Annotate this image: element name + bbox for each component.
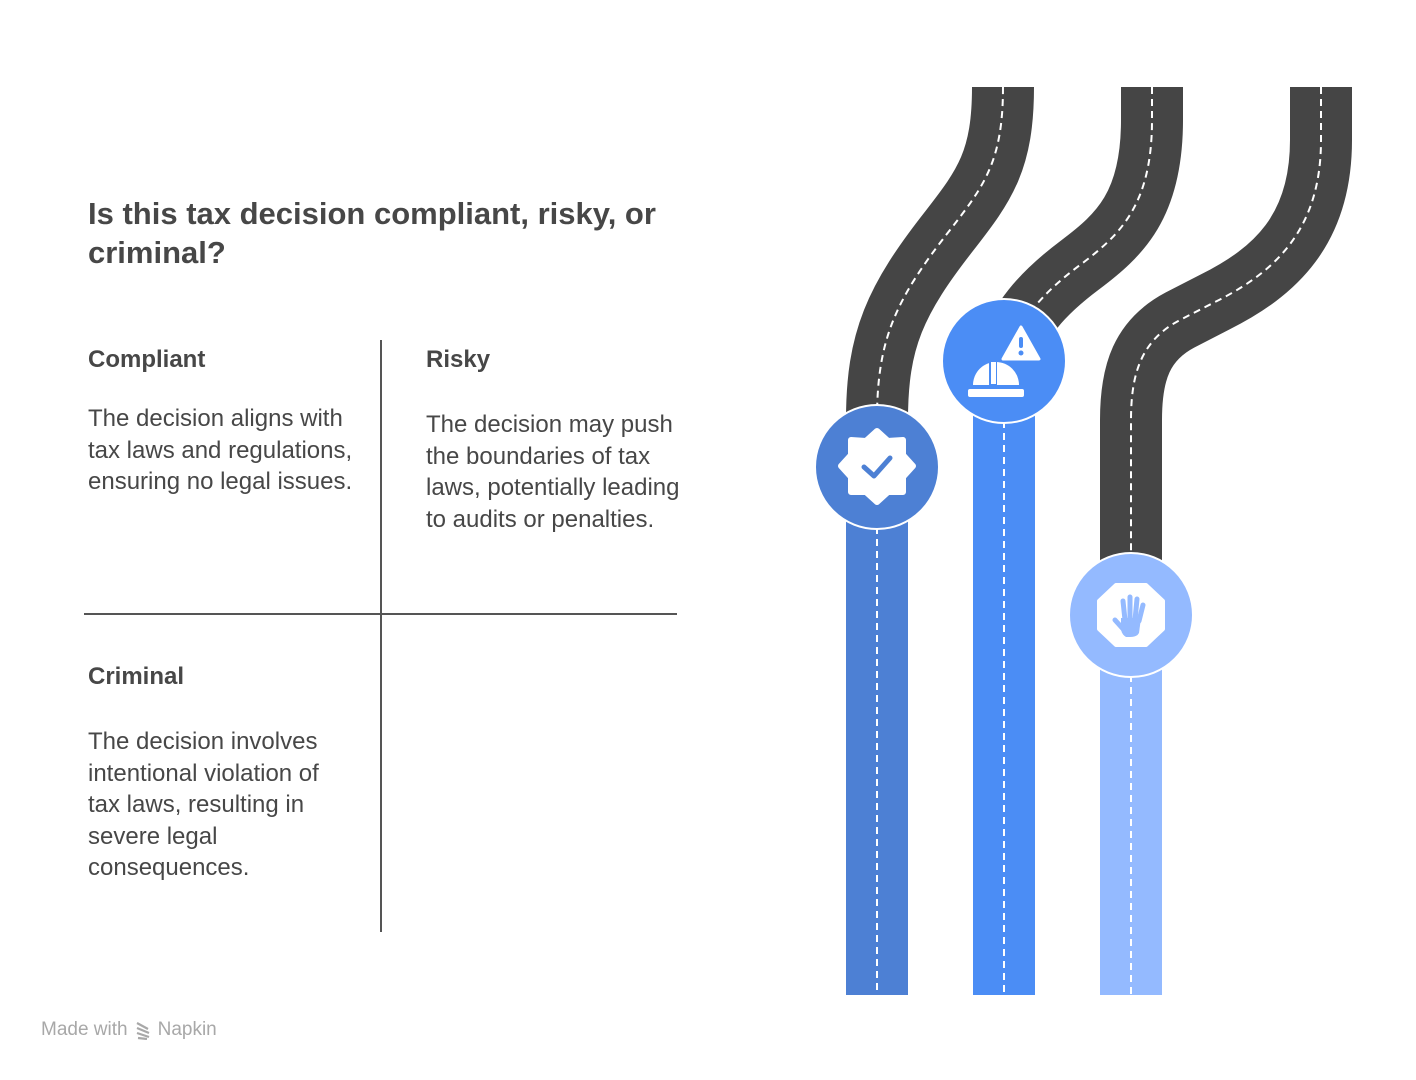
napkin-logo-icon: [136, 1022, 150, 1040]
vertical-divider: [380, 340, 382, 932]
page-title: Is this tax decision compliant, risky, o…: [88, 196, 656, 270]
risky-heading: Risky: [426, 346, 491, 373]
compliant-marker: [814, 404, 940, 530]
compliant-heading: Compliant: [88, 346, 206, 373]
horizontal-divider: [84, 613, 677, 615]
criminal-heading: Criminal: [88, 663, 185, 690]
road-compliant: [846, 86, 1034, 995]
road-criminal: [1100, 87, 1352, 995]
footer-attribution: Made with Napkin: [41, 1019, 217, 1041]
made-with-text: Made with: [41, 1019, 128, 1040]
risky-marker: [941, 298, 1067, 424]
verified-badge-icon: [838, 428, 916, 505]
risky-text: The decision may push the boundaries of …: [426, 411, 680, 533]
napkin-brand: Napkin: [157, 1019, 217, 1040]
stop-hand-icon: [1097, 583, 1165, 647]
criminal-marker: [1068, 552, 1194, 678]
hard-hat-warning-icon: [968, 325, 1041, 397]
compliant-text: The decision aligns with tax laws and re…: [88, 405, 353, 496]
criminal-text: The decision involves intentional violat…: [88, 728, 319, 882]
